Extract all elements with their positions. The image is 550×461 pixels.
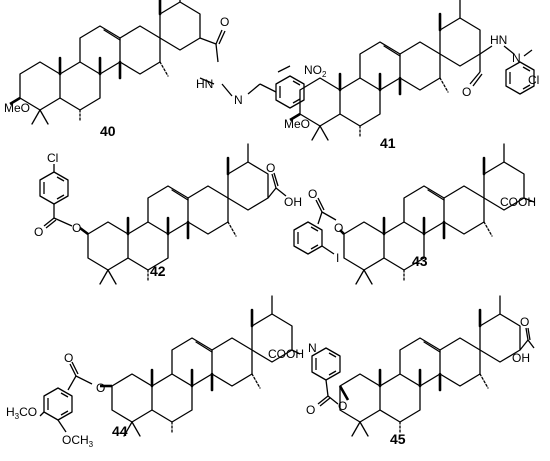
acid-label-44: COOH: [268, 347, 304, 361]
compound-43: O O I COOH 43: [293, 142, 536, 286]
chloro-label-41: Cl: [528, 73, 539, 87]
compound-42: Cl O O O OH 42: [34, 142, 302, 286]
acid-label-43: COOH: [500, 195, 536, 209]
compound-number-44: 44: [112, 423, 128, 439]
nitro-label-40: NO2: [304, 63, 327, 79]
acid-oxygen-42: O: [266, 161, 275, 175]
hydrazide-nh-label-41: HN: [490, 33, 507, 47]
carbonyl-oxygen-40: O: [220, 15, 229, 29]
acid-oxygen-45: O: [520, 315, 529, 329]
ester-oxygen-42: O: [34, 225, 43, 239]
compound-number-43: 43: [412, 253, 428, 269]
imine-n-label-40: N: [234, 93, 243, 107]
ether-oxygen-44: O: [96, 381, 105, 395]
carbonyl-oxygen-45: O: [306, 403, 315, 417]
hydroxyl-label-45: OH: [512, 351, 530, 365]
methoxy-label-41: MeO: [284, 117, 310, 131]
compound-44: O O H3CO OCH3 COOH 44: [6, 294, 304, 449]
chloro-label-42: Cl: [47, 151, 58, 165]
compound-number-41: 41: [380, 135, 396, 151]
hydrazide-nh-label-40: HN: [196, 77, 213, 91]
methoxy-label-40: MeO: [4, 101, 30, 115]
carbonyl-oxygen-43: O: [308, 187, 317, 201]
ether-oxygen-45: O: [338, 399, 347, 413]
hydroxyl-label-42: OH: [284, 195, 302, 209]
pyridine-n-label-45: N: [308, 341, 317, 355]
compound-number-45: 45: [390, 431, 406, 447]
iodo-label-43: I: [336, 251, 339, 265]
ether-oxygen-43: O: [334, 221, 343, 235]
compound-45: N O O O OH 45: [306, 294, 535, 447]
compound-40: O MeO HN N NO2 40: [4, 0, 327, 139]
carbonyl-oxygen-44: O: [64, 351, 73, 365]
compound-41: O MeO HN N Cl 41: [284, 0, 539, 151]
methoxy-a-label-44: H3CO: [6, 405, 37, 421]
compound-number-40: 40: [100, 123, 116, 139]
imine-n-label-41: N: [512, 51, 521, 65]
compound-number-42: 42: [150, 263, 166, 279]
ether-oxygen-42: O: [72, 221, 81, 235]
methoxy-b-label-44: OCH3: [62, 433, 94, 449]
carbonyl-oxygen-41: O: [462, 85, 471, 99]
